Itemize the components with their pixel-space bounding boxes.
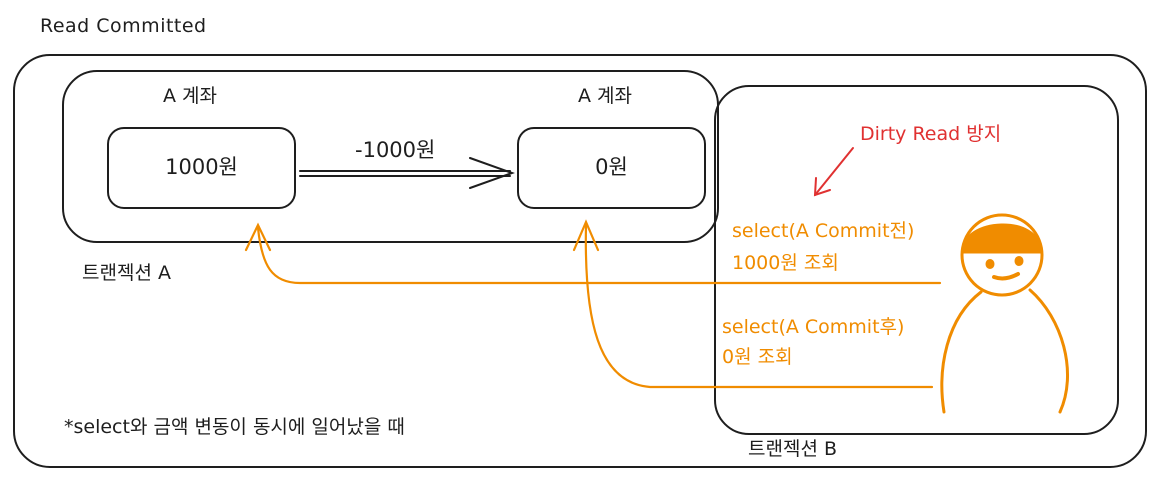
transfer-arrow [299,157,515,189]
transfer-amount: -1000원 [355,138,436,162]
dirty-read-arrow [813,147,854,197]
select-before-line2: 1000원 조회 [732,252,839,274]
dirty-read-annotation: Dirty Read 방지 [860,123,1002,145]
select-after-line1: select(A Commit후) [722,316,905,338]
footnote: *select와 금액 변동이 동시에 일어났을 때 [64,416,405,438]
outer-container [13,54,1147,468]
select-arrows [244,219,942,389]
account-label-right: A 계좌 [578,85,632,107]
transaction-b-box [714,85,1119,435]
select-after-line2: 0원 조회 [722,346,793,368]
person-figure-icon [940,213,1069,414]
transaction-b-label: 트랜젝션 B [748,438,837,460]
transaction-a-label: 트랜젝션 A [82,262,171,284]
balance-before-box [107,127,296,209]
balance-after-value: 0원 [595,155,628,179]
select-after-arrow [584,223,934,389]
diagram-title: Read Committed [40,15,207,37]
select-before-arrowhead [244,222,272,252]
select-before-arrow [256,226,942,285]
transaction-a-box [62,70,719,243]
account-label-left: A 계좌 [163,85,217,107]
balance-after-box [517,127,706,209]
select-before-line1: select(A Commit전) [732,220,915,242]
select-after-arrowhead [572,219,600,252]
balance-before-value: 1000원 [165,155,238,179]
